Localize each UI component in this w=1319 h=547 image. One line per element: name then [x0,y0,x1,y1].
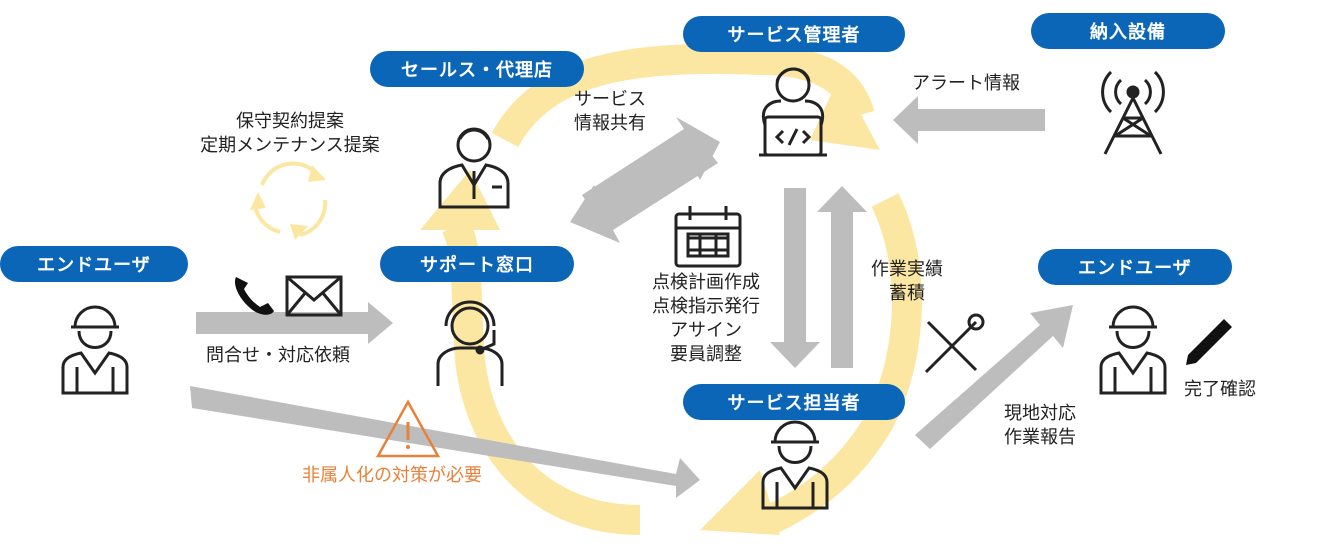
complete-label: 完了確認 [1184,379,1256,400]
worker-icon-staff [761,420,829,510]
warning-label: 非属人化の対策が必要 [302,465,482,486]
businessman-icon [438,127,510,209]
cycle-arrowhead-top [810,75,880,150]
arrow-inquiry [196,302,393,344]
plan-line1: 点検計画作成 [652,272,760,293]
mail-icon [285,275,343,317]
plan-label: 点検計画作成 点検指示発行 アサイン 要員調整 [636,271,776,367]
cycle-arrowhead-bottom [700,470,780,535]
results-label: 作業実績 蓄積 [852,258,962,306]
pill-service-manager: サービス管理者 [683,16,905,52]
pen-icon [1186,319,1232,365]
headset-icon [436,300,504,386]
worker-icon-right [1099,305,1167,395]
results-line1: 作業実績 [871,259,943,280]
maintenance-line2: 定期メンテナンス提案 [200,135,380,156]
maintenance-line1: 保守契約提案 [236,111,344,132]
arrow-down [770,188,820,368]
pill-service-staff: サービス担当者 [683,384,905,420]
results-line2: 蓄積 [889,283,925,304]
plan-line3: アサイン [670,320,742,341]
onsite-line2: 作業報告 [1004,427,1076,448]
arrow-info-lower [570,148,718,243]
antenna-icon [1101,70,1165,155]
maintenance-label: 保守契約提案 定期メンテナンス提案 [180,110,400,158]
calendar-icon [674,206,742,268]
pill-delivered-equipment: 納入設備 [1031,13,1225,49]
plan-line4: 要員調整 [670,344,742,365]
phone-icon [234,277,274,315]
pill-support-desk: サポート窓口 [380,246,574,282]
arrow-info-upper [582,117,720,210]
service-info-label: サービス 情報共有 [550,88,670,136]
pill-end-user-right: エンドユーザ [1038,249,1232,285]
onsite-label: 現地対応 作業報告 [990,402,1090,450]
arrow-enduser-to-staff [190,386,700,498]
cycle-arrowhead-left [420,170,500,230]
service-info-line1: サービス [574,89,646,110]
pill-sales-agent: セールス・代理店 [370,51,584,87]
inquiry-label: 問合せ・対応依頼 [206,345,350,366]
arrow-report [915,305,1073,449]
arrow-alert [893,96,1045,144]
warning-icon [375,399,441,458]
arrow-up [817,186,867,368]
tools-icon [924,313,985,374]
worker-icon-left [61,305,129,395]
service-info-line2: 情報共有 [574,113,646,134]
alert-info-label: アラート情報 [912,73,1020,94]
plan-line2: 点検指示発行 [652,296,760,317]
pill-end-user-left: エンドユーザ [0,246,188,282]
onsite-line1: 現地対応 [1004,403,1076,424]
gray-arrows [190,96,1073,498]
developer-icon [759,67,827,157]
